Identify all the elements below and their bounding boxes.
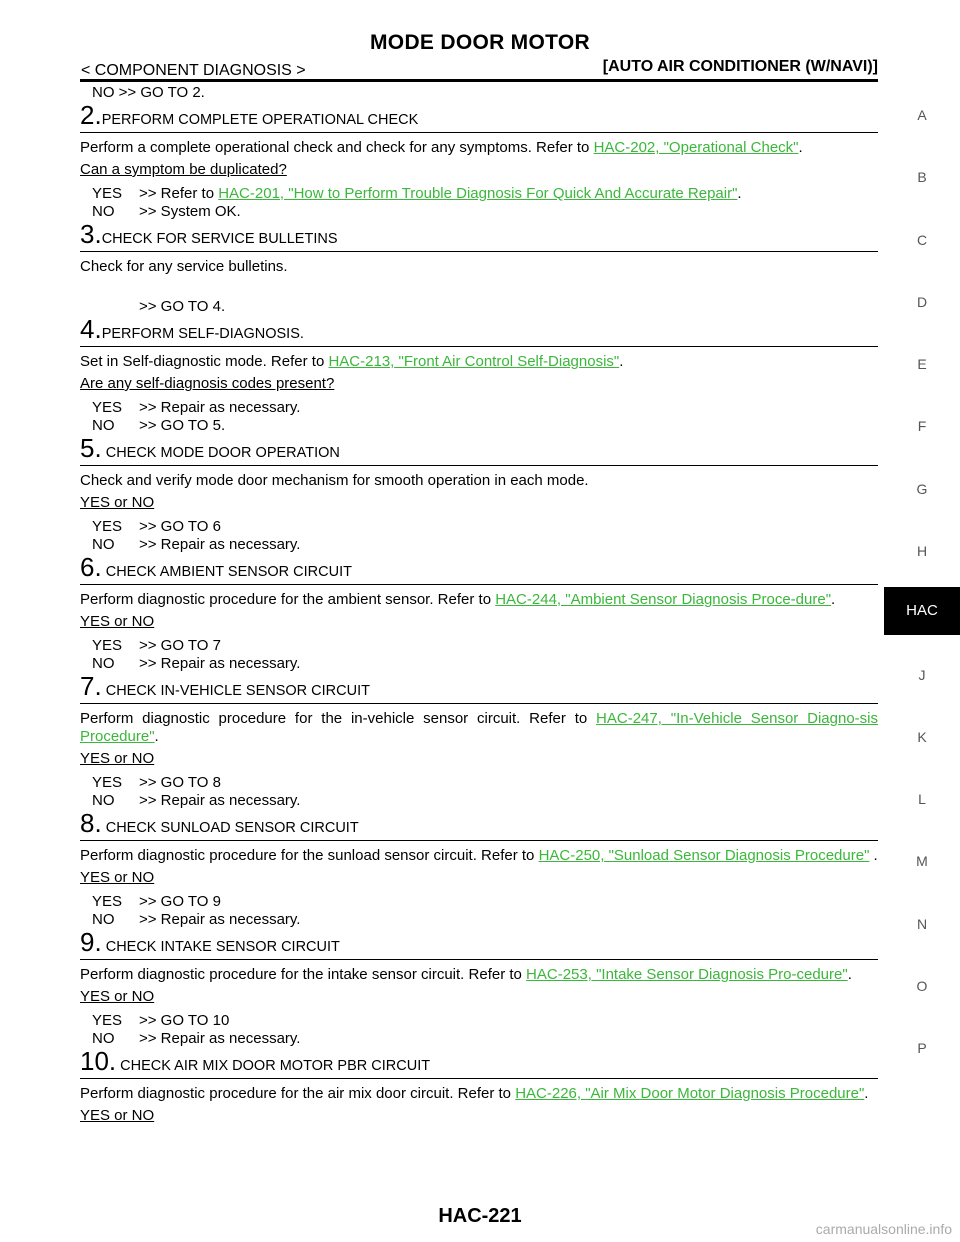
step-9-heading: 9. CHECK INTAKE SENSOR CIRCUIT (80, 929, 878, 960)
step-5-yes: YES>> GO TO 6 (92, 518, 221, 535)
step-7-yes: YES>> GO TO 8 (92, 774, 221, 791)
step-4-instruction: Set in Self-diagnostic mode. Refer to HA… (80, 353, 624, 370)
step-10-heading: 10. CHECK AIR MIX DOOR MOTOR PBR CIRCUIT (80, 1048, 878, 1079)
step-4-heading: 4.PERFORM SELF-DIAGNOSIS. (80, 316, 878, 347)
link-hac-213[interactable]: HAC-213, "Front Air Control Self-Diagnos… (328, 353, 620, 370)
step-6-heading: 6. CHECK AMBIENT SENSOR CIRCUIT (80, 554, 878, 585)
side-tab-l[interactable]: L (918, 791, 926, 807)
side-tab-d[interactable]: D (916, 294, 928, 310)
link-hac-202[interactable]: HAC-202, "Operational Check" (593, 139, 799, 156)
step-9-instruction: Perform diagnostic procedure for the int… (80, 966, 852, 983)
page-number: HAC-221 (438, 1205, 522, 1227)
step-3-heading: 3.CHECK FOR SERVICE BULLETINS (80, 221, 878, 252)
step-6-yes: YES>> GO TO 7 (92, 637, 221, 654)
manual-section-label: [AUTO AIR CONDITIONER (W/NAVI)] (602, 58, 878, 75)
step-3-instruction: Check for any service bulletins. (80, 258, 288, 275)
step-8-yes: YES>> GO TO 9 (92, 893, 221, 910)
link-hac-250[interactable]: HAC-250, "Sunload Sensor Diagnosis Proce… (538, 847, 870, 864)
step-6-no: NO>> Repair as necessary. (92, 655, 301, 672)
prev-step-no-answer: NO >> GO TO 2. (92, 84, 205, 101)
header-rule (80, 79, 878, 82)
step-5-instruction: Check and verify mode door mechanism for… (80, 472, 589, 489)
step-8-no: NO>> Repair as necessary. (92, 911, 301, 928)
main-content: NO >> GO TO 2. 2.PERFORM COMPLETE OPERAT… (80, 84, 878, 1125)
page-title: MODE DOOR MOTOR (370, 31, 590, 54)
step-6-question: YES or NO (80, 613, 155, 630)
side-tab-k[interactable]: K (917, 729, 927, 745)
side-tab-e[interactable]: E (917, 356, 927, 372)
step-9-yes: YES>> GO TO 10 (92, 1012, 230, 1029)
step-5-question: YES or NO (80, 494, 155, 511)
step-4-no: NO>> GO TO 5. (92, 417, 226, 434)
side-tab-g[interactable]: G (916, 481, 928, 497)
step-8-question: YES or NO (80, 869, 155, 886)
side-tab-c[interactable]: C (916, 232, 928, 248)
link-hac-247[interactable]: HAC-247, "In-Vehicle Sensor Diagno-sis P… (80, 710, 878, 745)
step-6-instruction: Perform diagnostic procedure for the amb… (80, 591, 836, 608)
step-3-goto: >> GO TO 4. (139, 298, 226, 315)
step-10-question: YES or NO (80, 1107, 155, 1124)
side-tab-o[interactable]: O (916, 978, 928, 994)
side-tab-a[interactable]: A (917, 107, 927, 123)
step-7-question: YES or NO (80, 750, 155, 767)
link-hac-201[interactable]: HAC-201, "How to Perform Trouble Diagnos… (218, 185, 738, 202)
step-2-instruction: Perform a complete operational check and… (80, 139, 803, 156)
step-2-heading: 2.PERFORM COMPLETE OPERATIONAL CHECK (80, 102, 878, 133)
step-9-no: NO>> Repair as necessary. (92, 1030, 301, 1047)
step-2-yes: YES>> Refer to HAC-201, "How to Perform … (92, 185, 742, 202)
step-5-no: NO>> Repair as necessary. (92, 536, 301, 553)
step-7-heading: 7. CHECK IN-VEHICLE SENSOR CIRCUIT (80, 673, 878, 704)
watermark: carmanualsonline.info (815, 1221, 952, 1237)
step-2-question: Can a symptom be duplicated? (80, 161, 287, 178)
step-8-heading: 8. CHECK SUNLOAD SENSOR CIRCUIT (80, 810, 878, 841)
step-4-yes: YES>> Repair as necessary. (92, 399, 301, 416)
side-tab-p[interactable]: P (917, 1040, 927, 1056)
side-tab-m[interactable]: M (916, 853, 928, 869)
link-hac-226[interactable]: HAC-226, "Air Mix Door Motor Diagnosis P… (515, 1085, 865, 1102)
step-8-instruction: Perform diagnostic procedure for the sun… (80, 847, 878, 864)
step-5-heading: 5. CHECK MODE DOOR OPERATION (80, 435, 878, 466)
link-hac-253[interactable]: HAC-253, "Intake Sensor Diagnosis Pro-ce… (526, 966, 848, 983)
side-tab-n[interactable]: N (916, 916, 928, 932)
section-breadcrumb: < COMPONENT DIAGNOSIS > (81, 62, 306, 79)
step-7-no: NO>> Repair as necessary. (92, 792, 301, 809)
step-2-no: NO>> System OK. (92, 203, 241, 220)
side-tab-b[interactable]: B (917, 169, 927, 185)
step-4-question: Are any self-diagnosis codes present? (80, 375, 335, 392)
step-7-instruction: Perform diagnostic procedure for the in-… (80, 710, 878, 745)
side-tab-h[interactable]: H (916, 543, 928, 559)
side-tab-hac-active[interactable]: HAC (884, 587, 960, 635)
link-hac-244[interactable]: HAC-244, "Ambient Sensor Diagnosis Proce… (495, 591, 832, 608)
step-9-question: YES or NO (80, 988, 155, 1005)
side-tab-f[interactable]: F (917, 418, 927, 434)
side-tab-j[interactable]: J (918, 667, 926, 683)
step-10-instruction: Perform diagnostic procedure for the air… (80, 1085, 869, 1102)
